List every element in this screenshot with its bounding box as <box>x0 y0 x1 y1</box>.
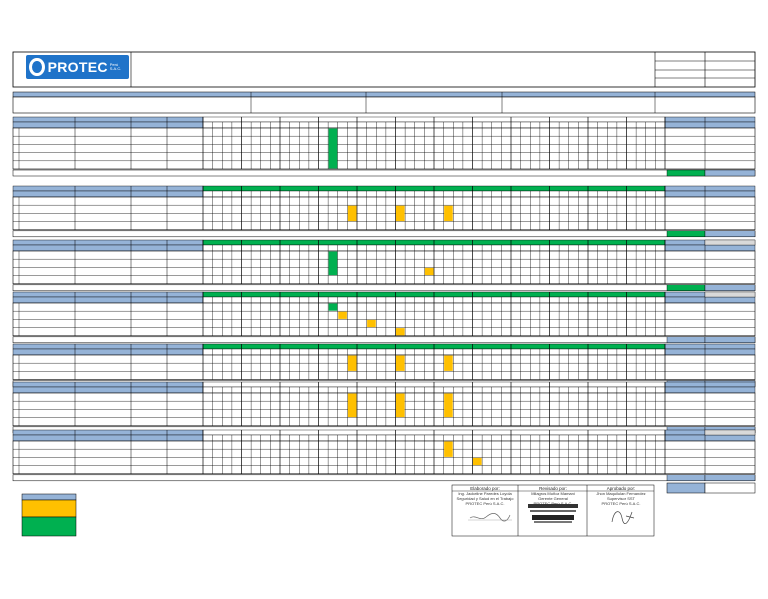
block-6-mark-planned <box>444 393 453 418</box>
block-1-body <box>12 127 756 170</box>
logo-ring-icon <box>29 58 45 76</box>
grey-total-cell <box>704 239 756 246</box>
block-4-sub-left <box>12 296 204 304</box>
company-logo: PROTEC Perú S.A.C. <box>26 55 129 79</box>
block-5-mark-planned <box>347 355 357 371</box>
block-2-mark-planned <box>347 205 357 222</box>
block-1-head-right <box>664 116 756 123</box>
block-1-total-right <box>704 169 756 177</box>
signature-revisado-name: Milagros Muñoz Mamani <box>531 491 575 496</box>
signature-elaborado-company: PROTEC Perú S.A.C. <box>465 501 505 506</box>
block-2-mark-planned <box>444 205 453 222</box>
signature-aprobado-company: PROTEC Perú S.A.C. <box>601 501 641 506</box>
block-6-sub-left <box>12 386 204 394</box>
grey-total-cell <box>704 291 756 298</box>
block-3-head-left <box>12 239 204 246</box>
block-5-sub-left <box>12 348 204 356</box>
signature-elaborado-title: Elaborado por: <box>470 486 500 491</box>
block-1-total-cell <box>666 169 706 177</box>
block-4-total-row <box>12 336 756 344</box>
block-3-sub-left <box>12 244 204 252</box>
block-2-total-row <box>12 230 756 238</box>
block-6-head-left <box>12 381 204 388</box>
block-7-sub-right <box>664 434 756 442</box>
block-7-head-left <box>12 429 204 436</box>
signature-aprobado-role: Supervisor SST <box>606 496 635 501</box>
block-2-mark-planned <box>396 205 405 222</box>
block-7-mark-planned <box>444 441 453 457</box>
block-3-sub-right <box>664 244 756 252</box>
block-2-sub-right <box>664 190 756 198</box>
block-7-mark-planned <box>473 457 482 466</box>
block-5-body <box>12 354 756 380</box>
block-7-total-row <box>12 474 756 482</box>
block-3-mark-done <box>328 251 338 276</box>
legend-green <box>21 516 77 537</box>
block-4-head-left <box>12 291 204 298</box>
block-2-total-right <box>704 230 756 238</box>
signature-aprobado-title: Aprobado por: <box>606 486 636 491</box>
block-6-mark-planned <box>347 393 357 418</box>
block-4-total-right <box>704 336 756 343</box>
block-5-head-right <box>664 343 756 350</box>
signature-aprobado-name: Jhon Maquilulan Fernandez <box>596 491 646 496</box>
block-7-total-cell <box>666 474 706 481</box>
block-2-total-cell <box>666 230 706 238</box>
block-4-mark-planned <box>338 311 347 319</box>
info-row <box>12 96 756 114</box>
signature-elaborado-role: Seguridad y Salud en el Trabajo <box>456 496 514 501</box>
signature-scribble-1 <box>468 513 512 522</box>
info-bar <box>12 91 756 98</box>
legend-amber <box>21 499 77 518</box>
signature-elaborado-name: Ing. Jackeline Paredes Loyola <box>458 491 512 496</box>
block-3-total-right <box>704 284 756 291</box>
signature-aprobado: Aprobado por: Jhon Maquilulan Fernandez … <box>589 486 653 506</box>
header-box <box>12 51 756 88</box>
summary-blue-cell <box>666 482 706 494</box>
block-3-total-row <box>12 284 756 292</box>
block-6-sub-right <box>664 386 756 394</box>
block-4-mark-planned <box>396 328 405 336</box>
block-7-sub-left <box>12 434 204 442</box>
block-5-mark-planned <box>396 355 405 371</box>
signature-stamp-2 <box>528 504 578 523</box>
block-3-mark-planned <box>424 267 434 276</box>
block-2-head-right <box>664 185 756 192</box>
block-1-head-left <box>12 116 204 123</box>
grey-total-cell <box>704 429 756 436</box>
block-1-total-row <box>12 169 756 177</box>
block-6-head-right <box>664 381 756 388</box>
signature-elaborado: Elaborado por: Ing. Jackeline Paredes Lo… <box>453 486 517 506</box>
block-4-sub-right <box>664 296 756 304</box>
block-2-head-left <box>12 185 204 192</box>
block-1-sub-left <box>12 121 204 129</box>
logo-sub: Perú S.A.C. <box>109 62 122 71</box>
block-5-mark-planned <box>444 355 453 371</box>
block-7-total-right <box>704 474 756 481</box>
logo-name: PROTEC <box>47 59 108 75</box>
block-6-mark-planned <box>396 393 405 418</box>
legend-blue <box>21 493 77 501</box>
block-4-mark-done <box>328 303 338 311</box>
block-5-head-left <box>12 343 204 350</box>
signature-scribble-3 <box>611 511 635 525</box>
block-5-sub-right <box>664 348 756 356</box>
block-4-mark-planned <box>367 319 376 328</box>
signature-revisado-title: Revisado por: <box>539 486 567 491</box>
block-1-mark-done <box>328 128 338 169</box>
summary-white-cell <box>704 482 756 494</box>
block-4-total-cell <box>666 336 706 343</box>
signature-revisado: Revisado por: Milagros Muñoz Mamani Gere… <box>520 486 586 506</box>
signature-revisado-role: Gerente General <box>538 496 568 501</box>
block-3-total-cell <box>666 284 706 291</box>
block-1-sub-right <box>664 121 756 129</box>
signature-revisado-company: PROTEC Perú S.A.C. <box>533 501 573 506</box>
block-2-sub-left <box>12 190 204 198</box>
